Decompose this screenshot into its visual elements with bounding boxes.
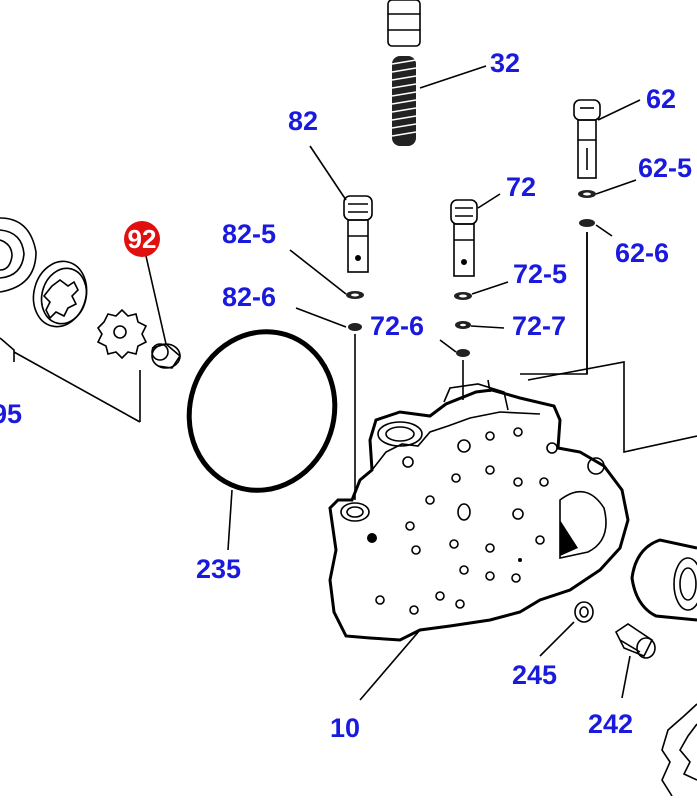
part-32-spring[interactable] xyxy=(391,56,417,146)
part-82-5-ring[interactable] xyxy=(346,291,364,299)
label-72-7[interactable]: 72-7 xyxy=(512,311,567,341)
label-82[interactable]: 82 xyxy=(288,106,319,136)
part-72-7-ring[interactable] xyxy=(455,321,471,329)
part-95-inner-gear[interactable] xyxy=(96,308,148,360)
part-32-plunger[interactable] xyxy=(387,0,421,47)
label-62-6[interactable]: 62-6 xyxy=(615,238,670,268)
right-cylinder-part[interactable] xyxy=(630,538,697,622)
label-245[interactable]: 245 xyxy=(512,660,558,690)
label-72[interactable]: 72 xyxy=(506,172,537,202)
label-235[interactable]: 235 xyxy=(196,554,242,584)
part-235-o-ring[interactable] xyxy=(169,313,355,510)
part-72-6-ring[interactable] xyxy=(456,349,470,357)
part-92-roller[interactable] xyxy=(151,343,182,369)
label-62[interactable]: 62 xyxy=(646,84,677,114)
part-242-plug[interactable] xyxy=(614,623,656,659)
label-82-6[interactable]: 82-6 xyxy=(222,282,277,312)
part-82-6-ring[interactable] xyxy=(348,323,362,331)
highlighted-label-92[interactable]: 92 xyxy=(124,221,160,257)
part-62-5-ring[interactable] xyxy=(578,190,596,198)
part-72-5-ring[interactable] xyxy=(454,292,472,300)
part-95-housing[interactable] xyxy=(0,217,37,293)
part-245-washer[interactable] xyxy=(574,601,594,623)
label-32[interactable]: 32 xyxy=(490,48,521,78)
part-72-valve[interactable] xyxy=(450,199,478,277)
label-72-6[interactable]: 72-6 xyxy=(370,311,425,341)
part-95-rotor[interactable] xyxy=(26,255,93,332)
label-72-5[interactable]: 72-5 xyxy=(513,259,568,289)
part-62-valve[interactable] xyxy=(573,99,601,179)
bottom-right-part[interactable] xyxy=(661,703,697,797)
part-10-valve-body[interactable] xyxy=(328,383,630,642)
label-62-5[interactable]: 62-5 xyxy=(638,153,693,183)
part-82-valve[interactable] xyxy=(343,195,373,273)
label-242[interactable]: 242 xyxy=(588,709,634,739)
part-62-6-ring[interactable] xyxy=(579,219,595,227)
label-95[interactable]: 95 xyxy=(0,399,23,429)
label-82-5[interactable]: 82-5 xyxy=(222,219,277,249)
label-10[interactable]: 10 xyxy=(330,713,361,743)
leader-lines xyxy=(0,65,697,701)
